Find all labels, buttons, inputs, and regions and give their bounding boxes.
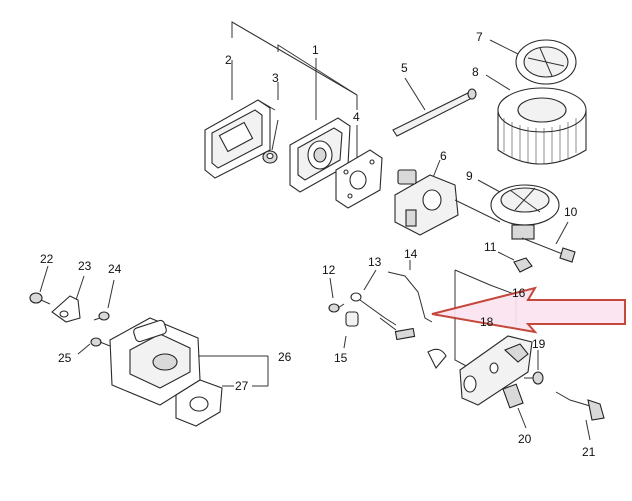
callout-15: 15 (334, 351, 348, 365)
callout-23: 23 (78, 259, 92, 273)
callout-4: 4 (353, 110, 360, 124)
callout-14: 14 (404, 247, 418, 261)
callout-27: 27 (235, 379, 249, 393)
part-14-wire (387, 260, 433, 323)
part-20-plug (502, 383, 527, 429)
part-1-intake (289, 117, 351, 193)
callout-22: 22 (40, 252, 54, 266)
callout-18: 18 (480, 315, 494, 329)
callout-8: 8 (472, 65, 479, 79)
callout-7: 7 (476, 30, 483, 44)
part-5-rod (392, 77, 477, 137)
callout-3: 3 (272, 71, 279, 85)
part-21-lever (555, 391, 605, 441)
part-25-screw (77, 337, 111, 355)
callout-10: 10 (564, 205, 578, 219)
part-13-switch (350, 269, 416, 341)
part-11-block (497, 251, 533, 273)
callout-labels: 1 2 3 4 5 6 7 8 9 10 11 12 13 14 15 16 1… (40, 30, 596, 459)
part-23-bracket (51, 275, 85, 323)
callout-26: 26 (278, 350, 292, 364)
part-2-plate (204, 99, 276, 179)
part-12-screw (328, 277, 345, 313)
part-19-bolt (524, 350, 544, 385)
part-18-handle-body (427, 335, 533, 406)
part-3-nut (262, 119, 279, 164)
part-22-screw (29, 265, 51, 305)
callout-21: 21 (582, 445, 596, 459)
callout-25: 25 (58, 351, 72, 365)
callout-16: 16 (512, 286, 526, 300)
part-26-muffler (109, 317, 269, 406)
part-6-carburetor (394, 159, 501, 236)
part-27-gasket (175, 379, 268, 427)
callout-1: 1 (312, 43, 319, 57)
callout-5: 5 (401, 61, 408, 75)
highlight-arrow (431, 286, 626, 334)
part-7-cover (489, 39, 577, 85)
callout-20: 20 (518, 432, 532, 446)
callout-11: 11 (484, 240, 497, 254)
callout-12: 12 (322, 263, 336, 277)
part-24-screw (93, 279, 115, 321)
callout-6: 6 (440, 149, 447, 163)
bracket-top-group (231, 21, 358, 158)
callout-2: 2 (225, 53, 232, 67)
part-15-bushing (343, 311, 359, 349)
part-9-filter-base (477, 179, 560, 240)
callout-9: 9 (466, 169, 473, 183)
callout-24: 24 (108, 262, 122, 276)
part-10-bolt (521, 221, 576, 263)
part-4-gasket (335, 149, 383, 209)
callout-19: 19 (532, 337, 546, 351)
callout-13: 13 (368, 255, 382, 269)
part-8-air-filter (485, 74, 587, 165)
